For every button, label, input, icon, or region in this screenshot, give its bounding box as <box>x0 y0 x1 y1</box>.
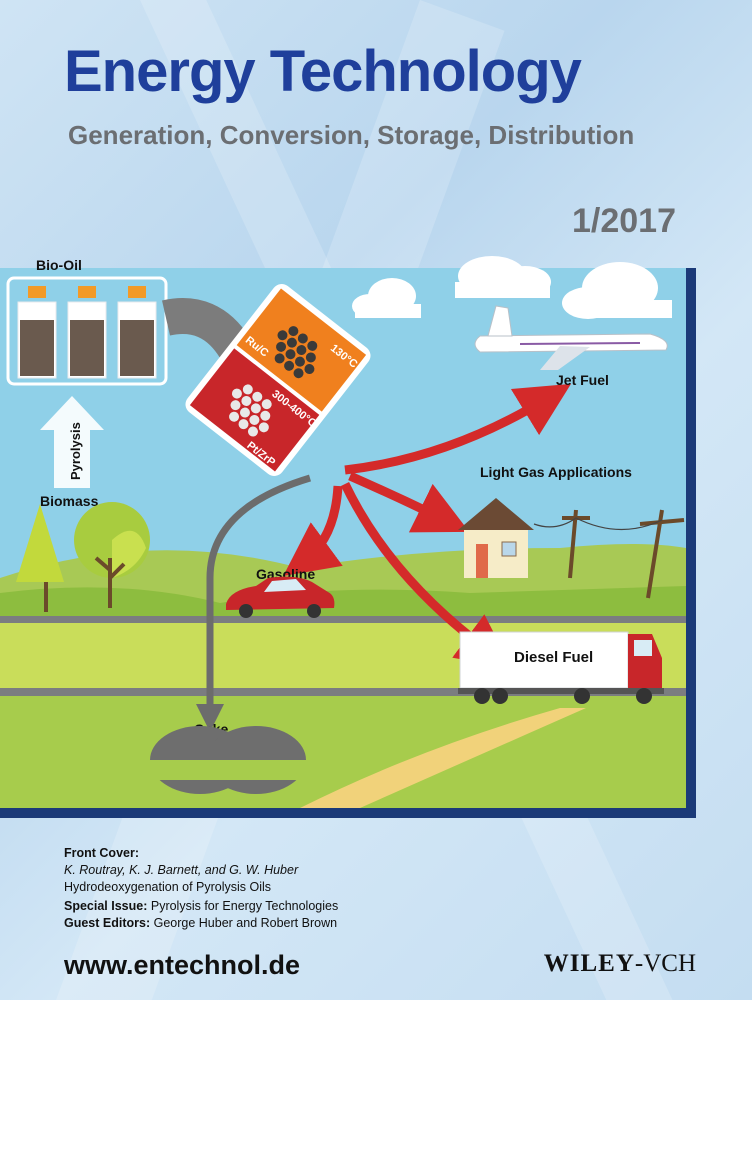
catalyst-reactor: 130°C Ru/C 300-400°C Pt/ZrP <box>185 284 371 476</box>
road-upper <box>0 616 686 623</box>
tree-icon <box>16 504 64 582</box>
article-title: Hydrodeoxygenation of Pyrolysis Oils <box>64 880 272 894</box>
special-issue: Special Issue: Pyrolysis for Energy Tech… <box>64 899 339 913</box>
diesel-label: Diesel Fuel <box>514 649 593 666</box>
bio-oil-pipe <box>162 298 251 359</box>
dirt-path <box>300 708 586 808</box>
front-cover-label: Front Cover: <box>64 846 139 860</box>
pyrolysis-label: Pyrolysis <box>68 422 83 480</box>
cover-illustration: Bio-Oil Pyrolysis Biomass 130°C Ru/C 300… <box>0 256 696 818</box>
cloud <box>562 262 672 319</box>
cloud <box>352 278 421 318</box>
jet-fuel-arrow <box>344 383 572 475</box>
cloud <box>455 256 551 298</box>
bio-oil-label: Bio-Oil <box>36 257 82 273</box>
truck-icon <box>458 631 664 704</box>
bottle-icon <box>117 286 157 379</box>
pyrolysis-arrow <box>40 396 104 488</box>
authors: K. Routray, K. J. Barnett, and G. W. Hub… <box>64 863 299 877</box>
guest-editors: Guest Editors: George Huber and Robert B… <box>64 916 338 930</box>
gasoline-arrow <box>283 485 343 576</box>
bottle-box <box>6 276 168 386</box>
light-gas-label: Light Gas Applications <box>480 464 632 480</box>
power-pole-icon <box>562 509 685 599</box>
airplane-icon <box>474 305 668 370</box>
publisher-logo: WILEY-VCH <box>543 950 696 977</box>
car-icon <box>226 576 335 618</box>
journal-title: Energy Technology <box>64 39 582 104</box>
bottle-icon <box>17 286 57 379</box>
biomass-label: Biomass <box>40 493 99 509</box>
journal-subtitle: Generation, Conversion, Storage, Distrib… <box>68 120 635 150</box>
jet-fuel-label: Jet Fuel <box>556 372 609 388</box>
road-lower <box>0 688 686 696</box>
bottle-icon <box>67 286 107 379</box>
light-gas-arrow <box>348 471 470 533</box>
front-cover-credits: Front Cover: K. Routray, K. J. Barnett, … <box>64 845 338 932</box>
house-icon <box>458 498 534 578</box>
journal-url[interactable]: www.entechnol.de <box>64 950 301 980</box>
issue-number: 1/2017 <box>572 202 676 240</box>
coke-arrow <box>196 474 312 732</box>
